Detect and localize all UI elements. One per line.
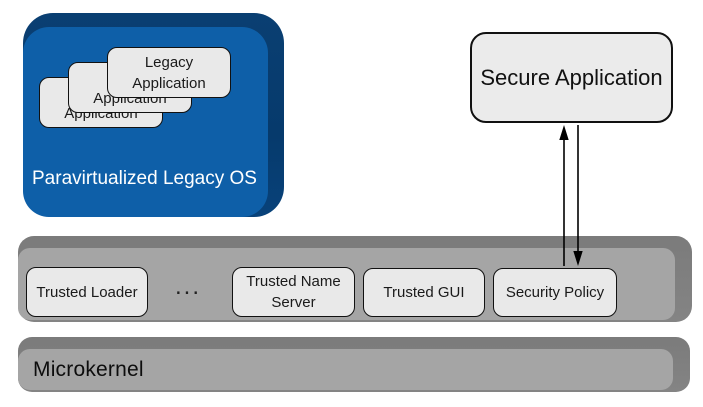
- trusted-loader-box: Trusted Loader: [26, 267, 148, 317]
- trusted-name-server-box: Trusted Name Server: [232, 267, 355, 317]
- legacy-os-label: Paravirtualized Legacy OS: [32, 168, 257, 189]
- security-policy-label: Security Policy: [505, 284, 605, 301]
- trusted-name-server-label: Trusted Name Server: [246, 273, 341, 311]
- legacy-app-label: Legacy Application: [132, 53, 206, 92]
- security-policy-box: Security Policy: [493, 268, 617, 317]
- trusted-gui-label: Trusted GUI: [383, 284, 465, 301]
- ellipsis-label: ...: [174, 273, 201, 300]
- trusted-loader-label: Trusted Loader: [36, 283, 138, 301]
- secure-application-box: Secure Application: [470, 32, 673, 123]
- secure-application-label: Secure Application: [480, 65, 663, 90]
- legacy-app-box-front: Legacy Application: [107, 47, 231, 98]
- microkernel-label: Microkernel: [18, 349, 673, 390]
- microkernel-bar: Microkernel: [18, 337, 690, 392]
- trusted-gui-box: Trusted GUI: [363, 268, 485, 317]
